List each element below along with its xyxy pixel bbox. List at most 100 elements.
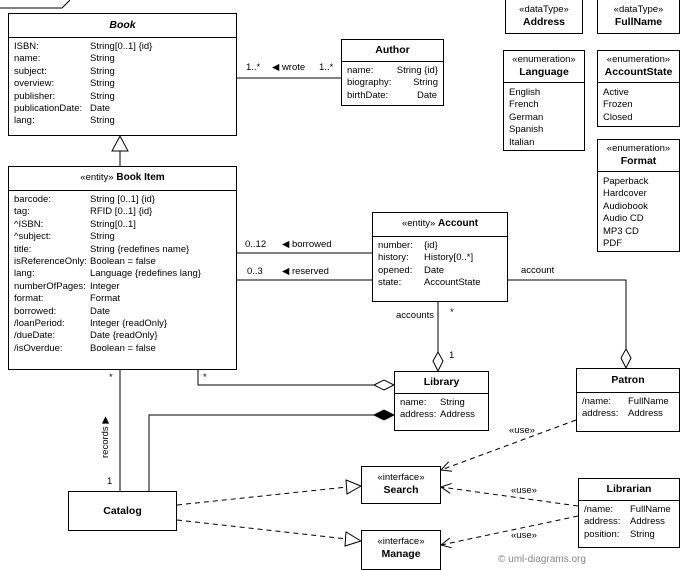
attribute-row: biography: String xyxy=(347,77,438,89)
attribute-type: String xyxy=(440,397,465,408)
interface-manage[interactable]: «interface» Manage xyxy=(361,530,441,570)
attribute-row: numberOfPages:Integer xyxy=(14,281,231,293)
catalog-library-composition xyxy=(148,414,374,491)
reserved-label: ◀ reserved xyxy=(282,266,329,277)
attribute-type: RFID [0..1] {id} xyxy=(90,206,153,218)
attribute-name: state: xyxy=(378,277,402,289)
enum-literal: English xyxy=(509,87,541,98)
attribute-type: String xyxy=(413,77,438,89)
datatype-fullname[interactable]: «dataType» FullName xyxy=(597,0,680,34)
copyright-watermark: © uml-diagrams.org xyxy=(498,554,586,565)
class-account-attributes: number:{id}history:History[0..*]opened:D… xyxy=(373,237,507,293)
composition-diamond xyxy=(372,409,396,421)
datatype-address-stereotype: «dataType» xyxy=(519,4,569,15)
attribute-name: numberOfPages: xyxy=(14,280,86,292)
class-librarian-header: Librarian xyxy=(579,479,679,501)
attribute-type: String {id} xyxy=(396,65,438,76)
realization-arrowhead-search xyxy=(345,479,363,495)
aggregation-diamond-library-left xyxy=(372,379,396,391)
attribute-type: String {redefines name} xyxy=(90,243,190,255)
reserved-multiplicity: 0..3 xyxy=(247,266,263,277)
patron-search-use xyxy=(441,419,577,470)
catalog-multiplicity: 1 xyxy=(107,476,113,487)
enum-literal: German xyxy=(509,111,544,123)
class-account-header: «entity» Account xyxy=(373,213,507,237)
class-account[interactable]: «entity» Account number:{id}history:Hist… xyxy=(372,212,508,302)
attribute-name: borrowed: xyxy=(14,305,57,317)
attribute-row: /dueDate: Date {readOnly} xyxy=(14,330,231,342)
enum-literal: French xyxy=(509,99,539,111)
attribute-name: birthDate: xyxy=(347,89,389,101)
datatype-fullname-title: FullName xyxy=(614,16,663,28)
datatype-address[interactable]: «dataType» Address xyxy=(505,0,583,34)
datatype-address-title: Address xyxy=(522,16,565,28)
attribute-type: Address xyxy=(628,408,663,420)
attribute-type: String xyxy=(90,115,115,127)
attribute-row: isReferenceOnly:Boolean = false xyxy=(14,256,231,268)
attribute-type: FullName xyxy=(630,504,671,515)
enum-literal: Frozen xyxy=(603,99,633,111)
datatype-fullname-stereotype: «dataType» xyxy=(613,4,664,15)
class-catalog[interactable]: Catalog xyxy=(68,491,177,531)
enum-literal: Active xyxy=(603,87,629,98)
attribute-name: publicationDate: xyxy=(14,103,83,115)
attribute-type: {id} xyxy=(424,240,438,251)
attribute-row: history:History[0..*] xyxy=(378,252,502,264)
attribute-type: Boolean = false xyxy=(90,256,156,268)
attribute-type: FullName xyxy=(628,396,669,407)
attribute-row: /loanPeriod: Integer {readOnly} xyxy=(14,318,231,330)
borrowed-multiplicity: 0..12 xyxy=(245,239,267,250)
attribute-name: biography: xyxy=(347,77,392,89)
attribute-type: Date xyxy=(90,305,111,317)
attribute-type: Boolean = false xyxy=(90,342,156,354)
attribute-type: String xyxy=(90,53,115,65)
interface-search-stereotype: «interface» xyxy=(377,472,425,483)
librarian-manage-use xyxy=(441,515,579,545)
attribute-name: /loanPeriod: xyxy=(14,318,65,330)
enum-literal: MP3 CD xyxy=(603,225,639,237)
enum-literal: Audio CD xyxy=(603,213,644,225)
attribute-row: tag:RFID [0..1] {id} xyxy=(14,206,231,218)
attribute-name: ^subject: xyxy=(14,231,52,243)
attribute-name: ^ISBN: xyxy=(14,218,44,230)
attribute-type: Date {readOnly} xyxy=(90,330,158,342)
attribute-type: Integer {readOnly} xyxy=(90,318,168,330)
attribute-name: /name: xyxy=(584,504,614,515)
attribute-type: Date xyxy=(424,264,445,276)
wrote-left-multiplicity: 1..* xyxy=(246,62,261,73)
class-patron-title: Patron xyxy=(611,374,645,386)
attribute-name: /dueDate: xyxy=(14,330,56,342)
class-patron-header: Patron xyxy=(577,369,679,393)
generalization-arrowhead xyxy=(111,134,129,152)
attribute-row: birthDate:Date xyxy=(347,90,438,102)
attribute-name: name: xyxy=(14,53,41,65)
attribute-name: format: xyxy=(14,293,44,305)
attribute-row: publicationDate:Date xyxy=(14,103,231,115)
attribute-type: Language {redefines lang} xyxy=(90,268,201,280)
attribute-row: format:Format xyxy=(14,293,231,305)
class-book-item-attributes: barcode:String [0..1] {id}tag:RFID [0..1… xyxy=(9,191,236,358)
enum-literal: Paperback xyxy=(603,176,649,187)
interface-search[interactable]: «interface» Search xyxy=(361,466,441,504)
attribute-type: String xyxy=(90,78,115,90)
class-book-item[interactable]: «entity» Book Item barcode:String [0..1]… xyxy=(8,166,237,370)
attribute-name: isReferenceOnly: xyxy=(14,256,87,268)
enum-format-stereotype: «enumeration» xyxy=(606,143,671,154)
enum-language-header: «enumeration» Language xyxy=(504,51,584,83)
attribute-name: name: xyxy=(400,397,427,408)
attribute-name: ISBN: xyxy=(14,41,39,52)
enum-literal: Spanish xyxy=(509,124,544,136)
records-label: records ▶ xyxy=(100,416,111,458)
